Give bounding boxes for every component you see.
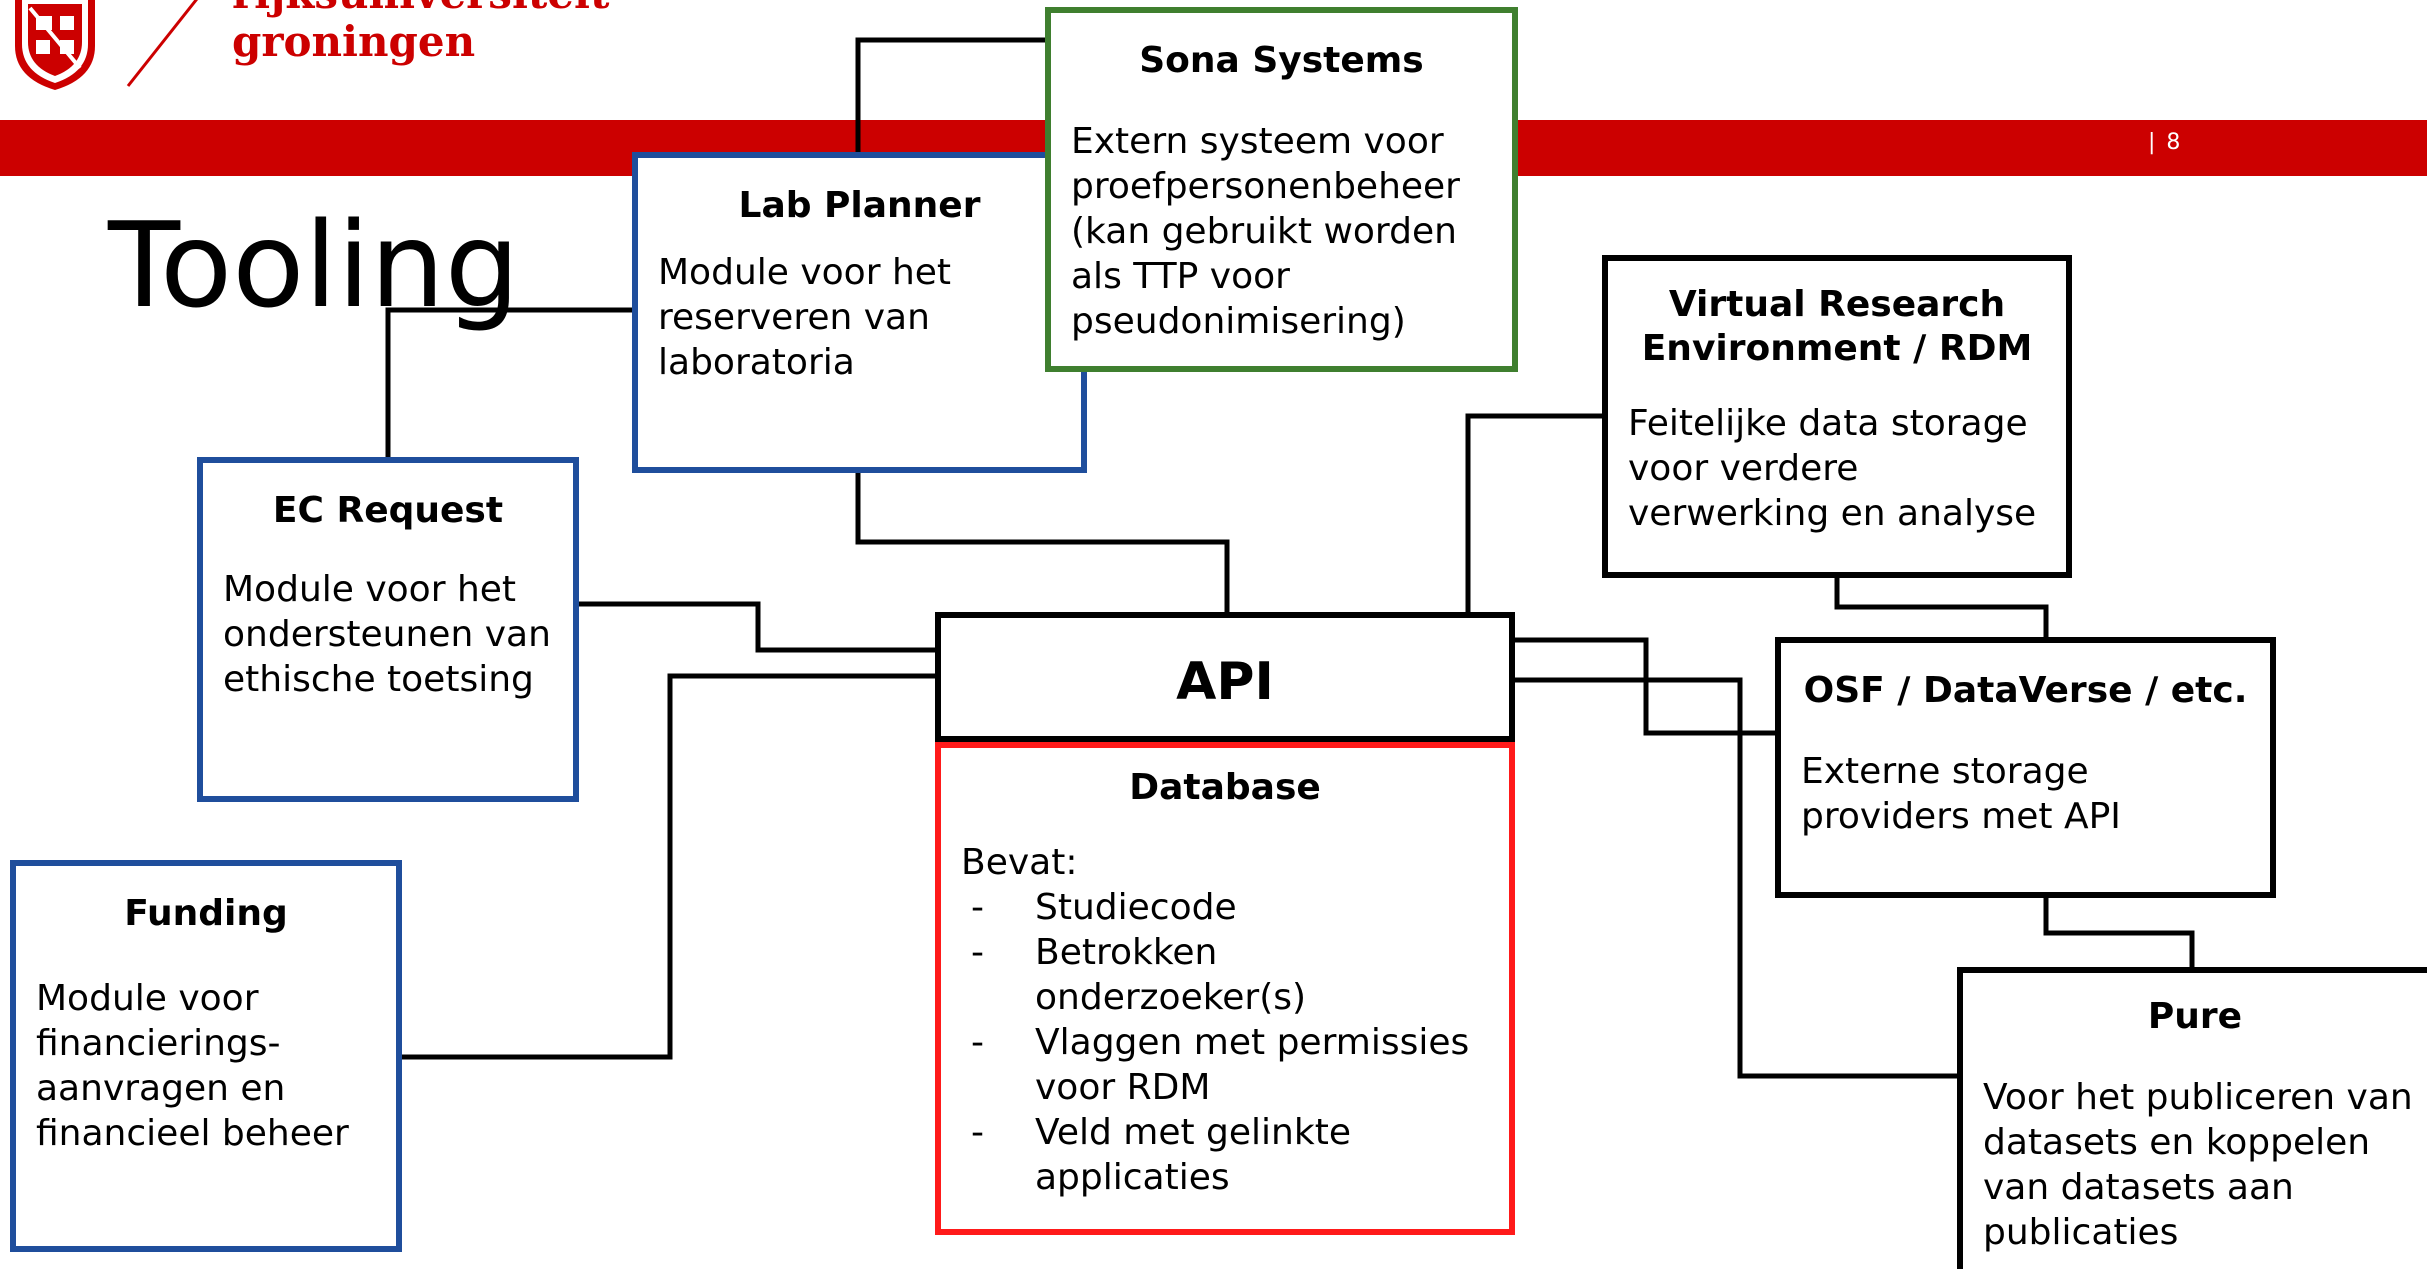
vre-desc: Feitelijke data storage voor verdere ver… bbox=[1628, 403, 2037, 534]
connector-api-osf bbox=[1512, 637, 1778, 736]
sona-systems-desc: Extern systeem voor proefpersonenbeheer … bbox=[1071, 121, 1460, 342]
database-box: Database Bevat: Studiecode Betrokken ond… bbox=[935, 742, 1515, 1235]
funding-title: Funding bbox=[124, 893, 288, 934]
sona-systems-box: Sona Systems Extern systeem voor proefpe… bbox=[1045, 7, 1518, 372]
lab-planner-title: Lab Planner bbox=[738, 185, 981, 226]
ec-request-title: EC Request bbox=[272, 490, 504, 531]
database-field-list: Studiecode Betrokken onderzoeker(s) Vlag… bbox=[941, 885, 1509, 1200]
database-field-item: Vlaggen met permissies voor RDM bbox=[941, 1020, 1509, 1110]
connector-api-pure bbox=[1512, 677, 1960, 1079]
lab-planner-desc: Module voor het reserveren van laborator… bbox=[658, 252, 952, 383]
pure-desc: Voor het publiceren van datasets en kopp… bbox=[1983, 1077, 2413, 1253]
funding-desc: Module voor financierings-aanvragen en f… bbox=[36, 978, 349, 1154]
connector-vre-api bbox=[1465, 413, 1605, 615]
connector-ecrequest-api bbox=[578, 601, 938, 653]
pure-box: Pure Voor het publiceren van datasets en… bbox=[1957, 967, 2427, 1269]
university-crest-icon bbox=[15, 0, 95, 90]
funding-box: Funding Module voor financierings-aanvra… bbox=[10, 860, 402, 1252]
connector-labplanner-api bbox=[855, 470, 1230, 615]
sona-systems-title: Sona Systems bbox=[1139, 40, 1424, 81]
vre-title: Virtual Research Environment / RDM bbox=[1641, 284, 2033, 369]
ec-request-desc: Module voor het ondersteunen van ethisch… bbox=[223, 569, 551, 700]
osf-dataverse-desc: Externe storage providers met API bbox=[1801, 751, 2121, 837]
connector-osf-pure bbox=[2043, 895, 2195, 970]
osf-dataverse-box: OSF / DataVerse / etc. Externe storage p… bbox=[1775, 637, 2276, 898]
database-field-item: Veld met gelinkte applicaties bbox=[941, 1110, 1509, 1200]
osf-dataverse-title: OSF / DataVerse / etc. bbox=[1803, 670, 2248, 711]
logo-line-2: groningen bbox=[232, 17, 476, 66]
connector-vre-osf bbox=[1834, 576, 2049, 640]
database-field-item: Betrokken onderzoeker(s) bbox=[941, 930, 1509, 1020]
logo-divider-icon bbox=[126, 0, 198, 87]
connector-sona-labplanner bbox=[855, 37, 1048, 155]
lab-planner-box: Lab Planner Module voor het reserveren v… bbox=[632, 152, 1087, 473]
database-intro: Bevat: bbox=[961, 842, 1078, 883]
page-number: | 8 bbox=[2148, 130, 2183, 155]
connector-labplanner-ecrequest bbox=[385, 307, 640, 460]
slide-title: Tooling bbox=[108, 196, 520, 334]
api-label: API bbox=[1176, 652, 1274, 712]
logo-line-1: rijksuniversiteit bbox=[232, 0, 609, 18]
api-box: API bbox=[935, 612, 1515, 742]
database-field-item: Studiecode bbox=[941, 885, 1509, 930]
pure-title: Pure bbox=[2147, 996, 2243, 1037]
connector-funding-api bbox=[398, 673, 938, 1060]
database-title: Database bbox=[1129, 767, 1321, 808]
ec-request-box: EC Request Module voor het ondersteunen … bbox=[197, 457, 579, 802]
vre-box: Virtual Research Environment / RDM Feite… bbox=[1602, 255, 2072, 578]
